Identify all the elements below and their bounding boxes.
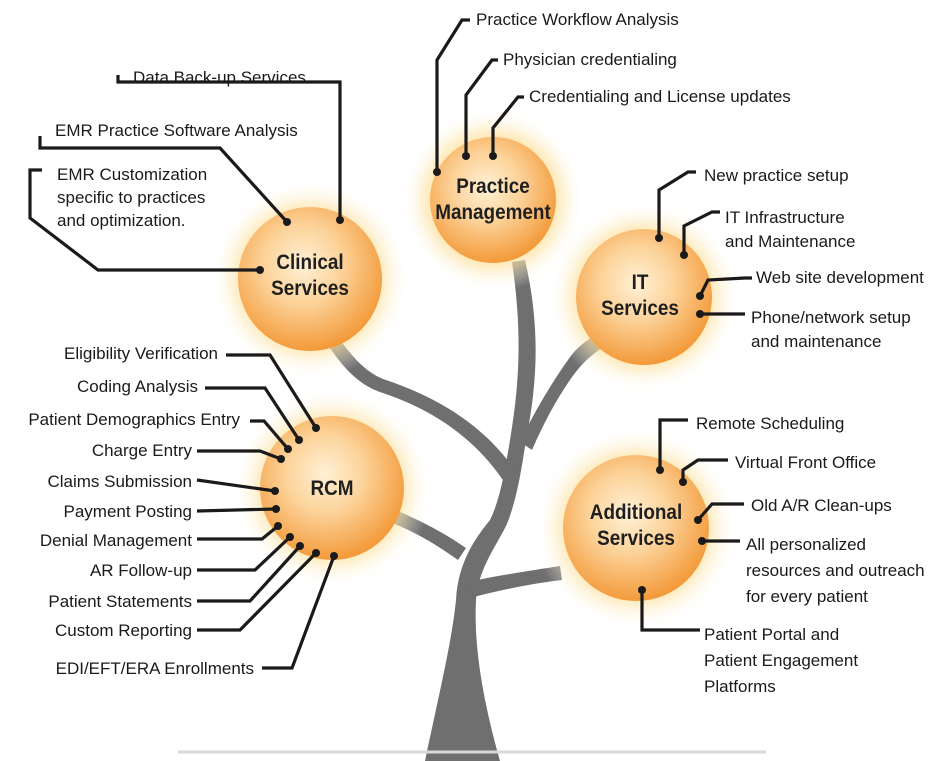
label-data-backup-services: Data Back-up Services <box>133 68 306 87</box>
connector-claims-submission <box>196 478 276 493</box>
label-eligibility-verification: Eligibility Verification <box>63 344 218 363</box>
connector-custom-reporting <box>197 551 318 632</box>
connector-emr-practice-software <box>38 136 289 224</box>
connector-charge-entry <box>197 449 282 461</box>
connector-patient-demographics <box>250 419 290 451</box>
connector-emr-customization <box>28 168 260 272</box>
label-patient-portal: Patient Portal and Patient Engagement Pl… <box>704 625 859 696</box>
clinical-services-node <box>238 207 382 351</box>
connector-ar-follow-up <box>197 535 292 572</box>
label-it-infrastructure: IT Infrastructure and Maintenance <box>725 208 856 251</box>
label-remote-scheduling: Remote Scheduling <box>696 414 845 433</box>
rcm-node <box>260 416 404 560</box>
connector-data-backup <box>116 75 342 220</box>
label-web-site-development: Web site development <box>756 268 924 287</box>
connector-edi-eft-era <box>262 555 336 670</box>
it-services-title: IT Services <box>601 271 679 320</box>
connector-dots <box>256 152 706 594</box>
connector-virtual-front-office <box>681 458 728 482</box>
connector-new-practice-setup <box>657 170 696 238</box>
practice-management-node <box>430 137 556 263</box>
label-emr-practice-software-analysis: EMR Practice Software Analysis <box>55 121 298 140</box>
rcm-title: RCM <box>310 477 354 500</box>
connector-eligibility-verification <box>226 353 318 429</box>
label-emr-customization: EMR Customization specific to practices … <box>57 165 208 230</box>
label-phone-network-setup: Phone/network setup and maintenance <box>751 308 911 351</box>
connector-patient-statements <box>197 544 302 603</box>
label-claims-submission: Claims Submission <box>47 472 192 491</box>
connector-denial-management <box>197 524 280 541</box>
additional-services-node <box>563 455 709 601</box>
label-custom-reporting: Custom Reporting <box>54 621 192 640</box>
practice-management-title: Practice Management <box>435 175 551 224</box>
label-patient-statements: Patient Statements <box>48 592 192 611</box>
connector-physician-credentialing <box>464 58 498 156</box>
connector-web-site <box>698 276 752 297</box>
label-payment-posting: Payment Posting <box>63 502 192 521</box>
it-services-node <box>576 229 712 365</box>
label-credentialing-license-updates: Credentialing and License updates <box>529 87 791 106</box>
label-virtual-front-office: Virtual Front Office <box>735 453 877 472</box>
connector-credentialing-updates <box>491 95 524 156</box>
connector-lines <box>28 18 752 670</box>
label-old-ar-cleanups: Old A/R Clean-ups <box>751 496 892 515</box>
label-physician-credentialing: Physician credentialing <box>503 50 677 69</box>
label-edi-eft-era-enrollments: EDI/EFT/ERA Enrollments <box>55 659 254 678</box>
clinical-services-title: Clinical Services <box>271 251 349 300</box>
connector-patient-portal <box>640 590 700 632</box>
label-coding-analysis: Coding Analysis <box>77 377 198 396</box>
label-practice-workflow-analysis: Practice Workflow Analysis <box>476 10 679 29</box>
label-new-practice-setup: New practice setup <box>704 166 849 185</box>
additional-services-title: Additional Services <box>589 501 683 550</box>
label-charge-entry: Charge Entry <box>91 441 192 460</box>
connector-old-ar-cleanups <box>696 502 744 522</box>
label-patient-demographics-entry: Patient Demographics Entry <box>28 410 240 429</box>
connector-it-infrastructure <box>682 210 720 255</box>
label-personalized-resources: All personalized resources and outreach … <box>746 535 925 606</box>
label-ar-follow-up: AR Follow-up <box>89 561 192 580</box>
connector-practice-workflow <box>435 18 470 172</box>
connector-payment-posting <box>196 507 277 513</box>
connector-coding-analysis <box>205 386 301 441</box>
connector-remote-scheduling <box>658 418 688 470</box>
label-denial-management: Denial Management <box>39 531 192 550</box>
